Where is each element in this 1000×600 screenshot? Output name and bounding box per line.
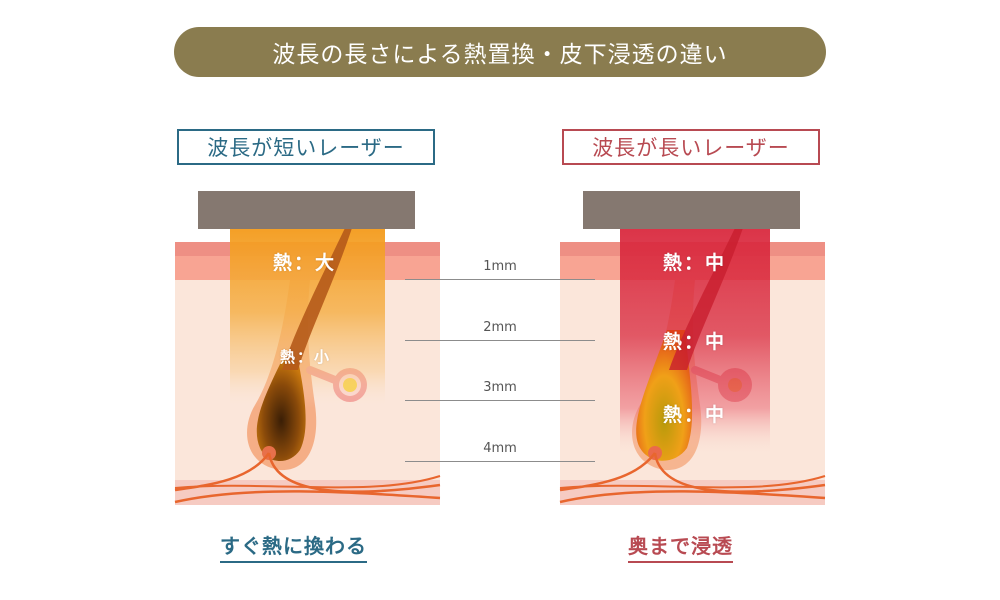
heat-level-medium-mid: 熱：中	[663, 331, 727, 353]
short-wavelength-caption: すぐ熱に換わる	[220, 530, 367, 563]
depth-line-4mm	[405, 461, 595, 462]
long-wavelength-diagram: 熱：中 熱：中 熱：中	[555, 180, 835, 510]
skin-cross-section-illustration	[559, 191, 826, 505]
depth-label-2mm: 2mm	[483, 320, 517, 335]
heat-level-medium-low: 熱：中	[663, 404, 727, 426]
long-wavelength-caption: 奥まで浸透	[628, 530, 733, 563]
short-wavelength-diagram: 熱：大 熱：小	[170, 180, 450, 510]
short-wavelength-label: 波長が短いレーザー	[177, 129, 435, 165]
page-title: 波長の長さによる熱置換・皮下浸透の違い	[272, 42, 728, 68]
heat-level-large: 熱：大	[273, 252, 337, 274]
long-wavelength-label: 波長が長いレーザー	[562, 129, 820, 165]
long-wavelength-label-text: 波長が長いレーザー	[592, 136, 790, 160]
depth-label-3mm: 3mm	[483, 380, 517, 395]
heat-level-medium-top: 熱：中	[663, 252, 727, 274]
title-banner: 波長の長さによる熱置換・皮下浸透の違い	[174, 27, 826, 77]
heat-level-small: 熱：小	[280, 348, 332, 366]
depth-label-4mm: 4mm	[483, 441, 517, 456]
short-wavelength-label-text: 波長が短いレーザー	[207, 136, 405, 160]
depth-line-2mm	[405, 340, 595, 341]
skin-cross-section-illustration	[174, 191, 441, 505]
depth-line-3mm	[405, 400, 595, 401]
depth-line-1mm	[405, 279, 595, 280]
depth-label-1mm: 1mm	[483, 259, 517, 274]
